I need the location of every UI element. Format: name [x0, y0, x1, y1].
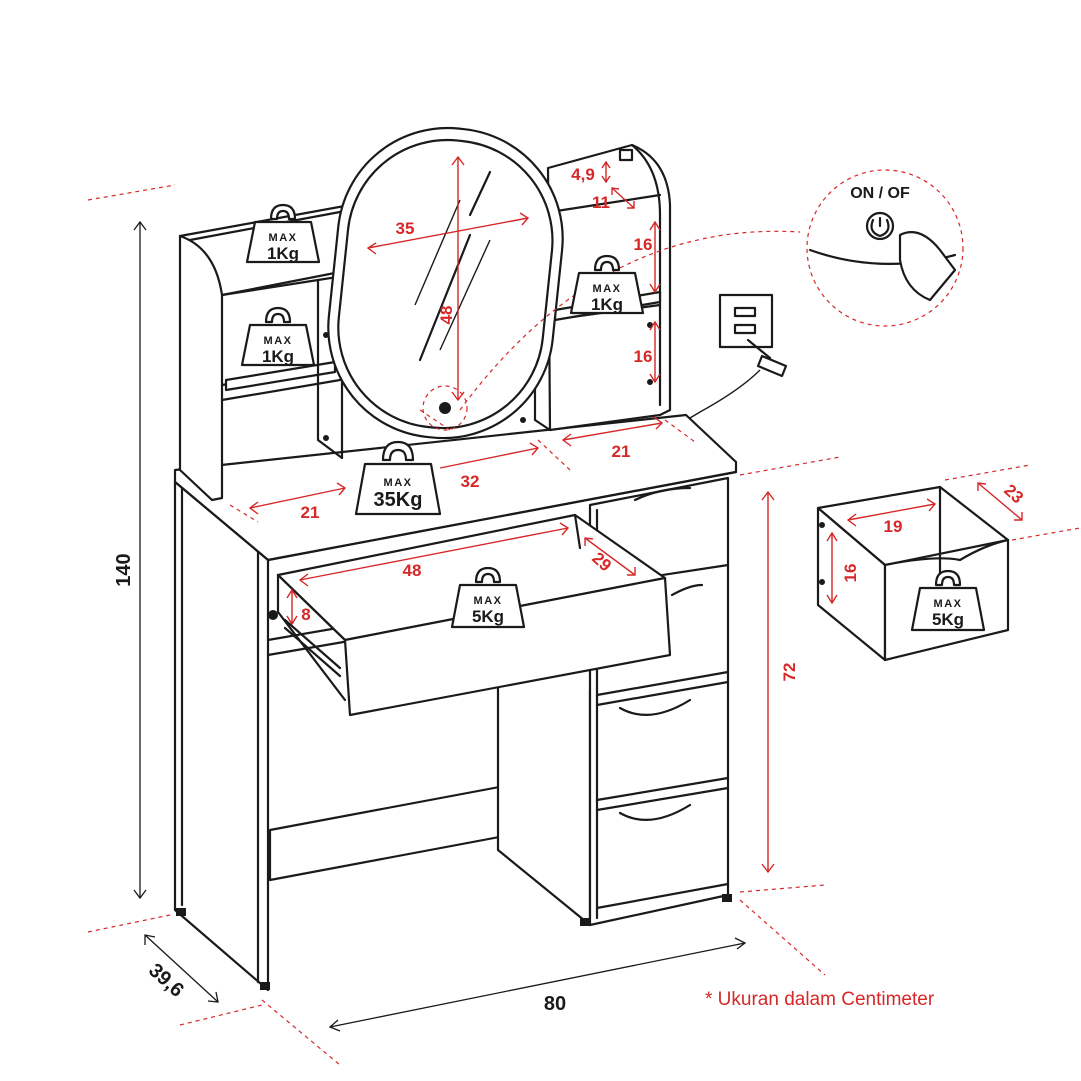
middle-panel: [496, 680, 592, 927]
weight-right-shelf-value: 1Kg: [591, 295, 623, 314]
svg-text:MAX: MAX: [934, 598, 963, 610]
dim-right-shelf-h1: 16: [634, 235, 653, 254]
dim-table-height: 72: [780, 663, 799, 682]
weight-right-shelf: MAX 1Kg: [569, 254, 645, 315]
svg-text:MAX: MAX: [384, 477, 413, 489]
weight-icon: [934, 569, 962, 587]
dim-mirror-height: 48: [437, 306, 456, 325]
switch-label: ON / OF: [850, 185, 910, 202]
dim-total-height: 140: [113, 553, 135, 586]
drawer-front: [343, 576, 672, 717]
dim-small-drawer-height: 16: [841, 564, 860, 583]
finger-icon: [898, 231, 957, 302]
dim-mirror-width: 35: [396, 219, 415, 238]
red-dimensions: 72 21 32 21 35 48 4,9 11 16 16 48 29: [229, 155, 1081, 893]
dim-drawer-width: 48: [403, 561, 422, 580]
dim-width: 80: [544, 993, 566, 1015]
weight-top-left-value: 1Kg: [267, 244, 299, 263]
weight-tabletop: MAX 35Kg: [354, 440, 442, 516]
dim-right-shelf-h2: 16: [634, 347, 653, 366]
wall-socket: [689, 293, 788, 419]
dim-right-top-depth: 11: [592, 193, 610, 212]
weight-icon: [474, 566, 502, 584]
dim-right-shelf: 21: [612, 442, 631, 461]
dim-top-shelf: 32: [461, 472, 480, 491]
weight-icon: [264, 306, 292, 324]
weight-top-left: MAX 1Kg: [245, 203, 321, 264]
weight-mid-left: MAX 1Kg: [240, 306, 316, 367]
dim-depth: 39,6: [144, 959, 188, 1001]
dim-right-top-gap: 4,9: [571, 165, 595, 184]
left-side-panel: [173, 480, 270, 992]
dim-small-drawer-width: 19: [884, 517, 903, 536]
desk-body: [173, 413, 738, 992]
weight-mid-left-value: 1Kg: [262, 347, 294, 366]
left-led-strip: [224, 360, 337, 392]
mirror-frame: [327, 126, 564, 440]
dim-small-drawer-depth: 23: [1000, 481, 1027, 508]
weight-icon: [269, 203, 297, 221]
weight-tabletop-value: 35Kg: [374, 489, 423, 511]
weight-small-drawer-value: 5Kg: [932, 610, 964, 629]
svg-text:MAX: MAX: [264, 335, 293, 347]
weight-main-drawer-value: 5Kg: [472, 607, 504, 626]
svg-text:MAX: MAX: [269, 232, 298, 244]
dim-left-shelf: 21: [301, 503, 320, 522]
unit-note: * Ukuran dalam Centimeter: [705, 989, 935, 1010]
mirror: [327, 126, 564, 440]
weight-icon: [381, 440, 415, 462]
lower-cross-rail: [268, 783, 512, 882]
open-drawer: [268, 513, 672, 717]
svg-text:MAX: MAX: [474, 595, 503, 607]
dim-drawer-height: 8: [301, 605, 310, 624]
weight-small-drawer: MAX 5Kg: [910, 569, 986, 632]
weight-icon: [593, 254, 621, 272]
weight-main-drawer: MAX 5Kg: [450, 566, 526, 629]
svg-text:MAX: MAX: [593, 283, 622, 295]
